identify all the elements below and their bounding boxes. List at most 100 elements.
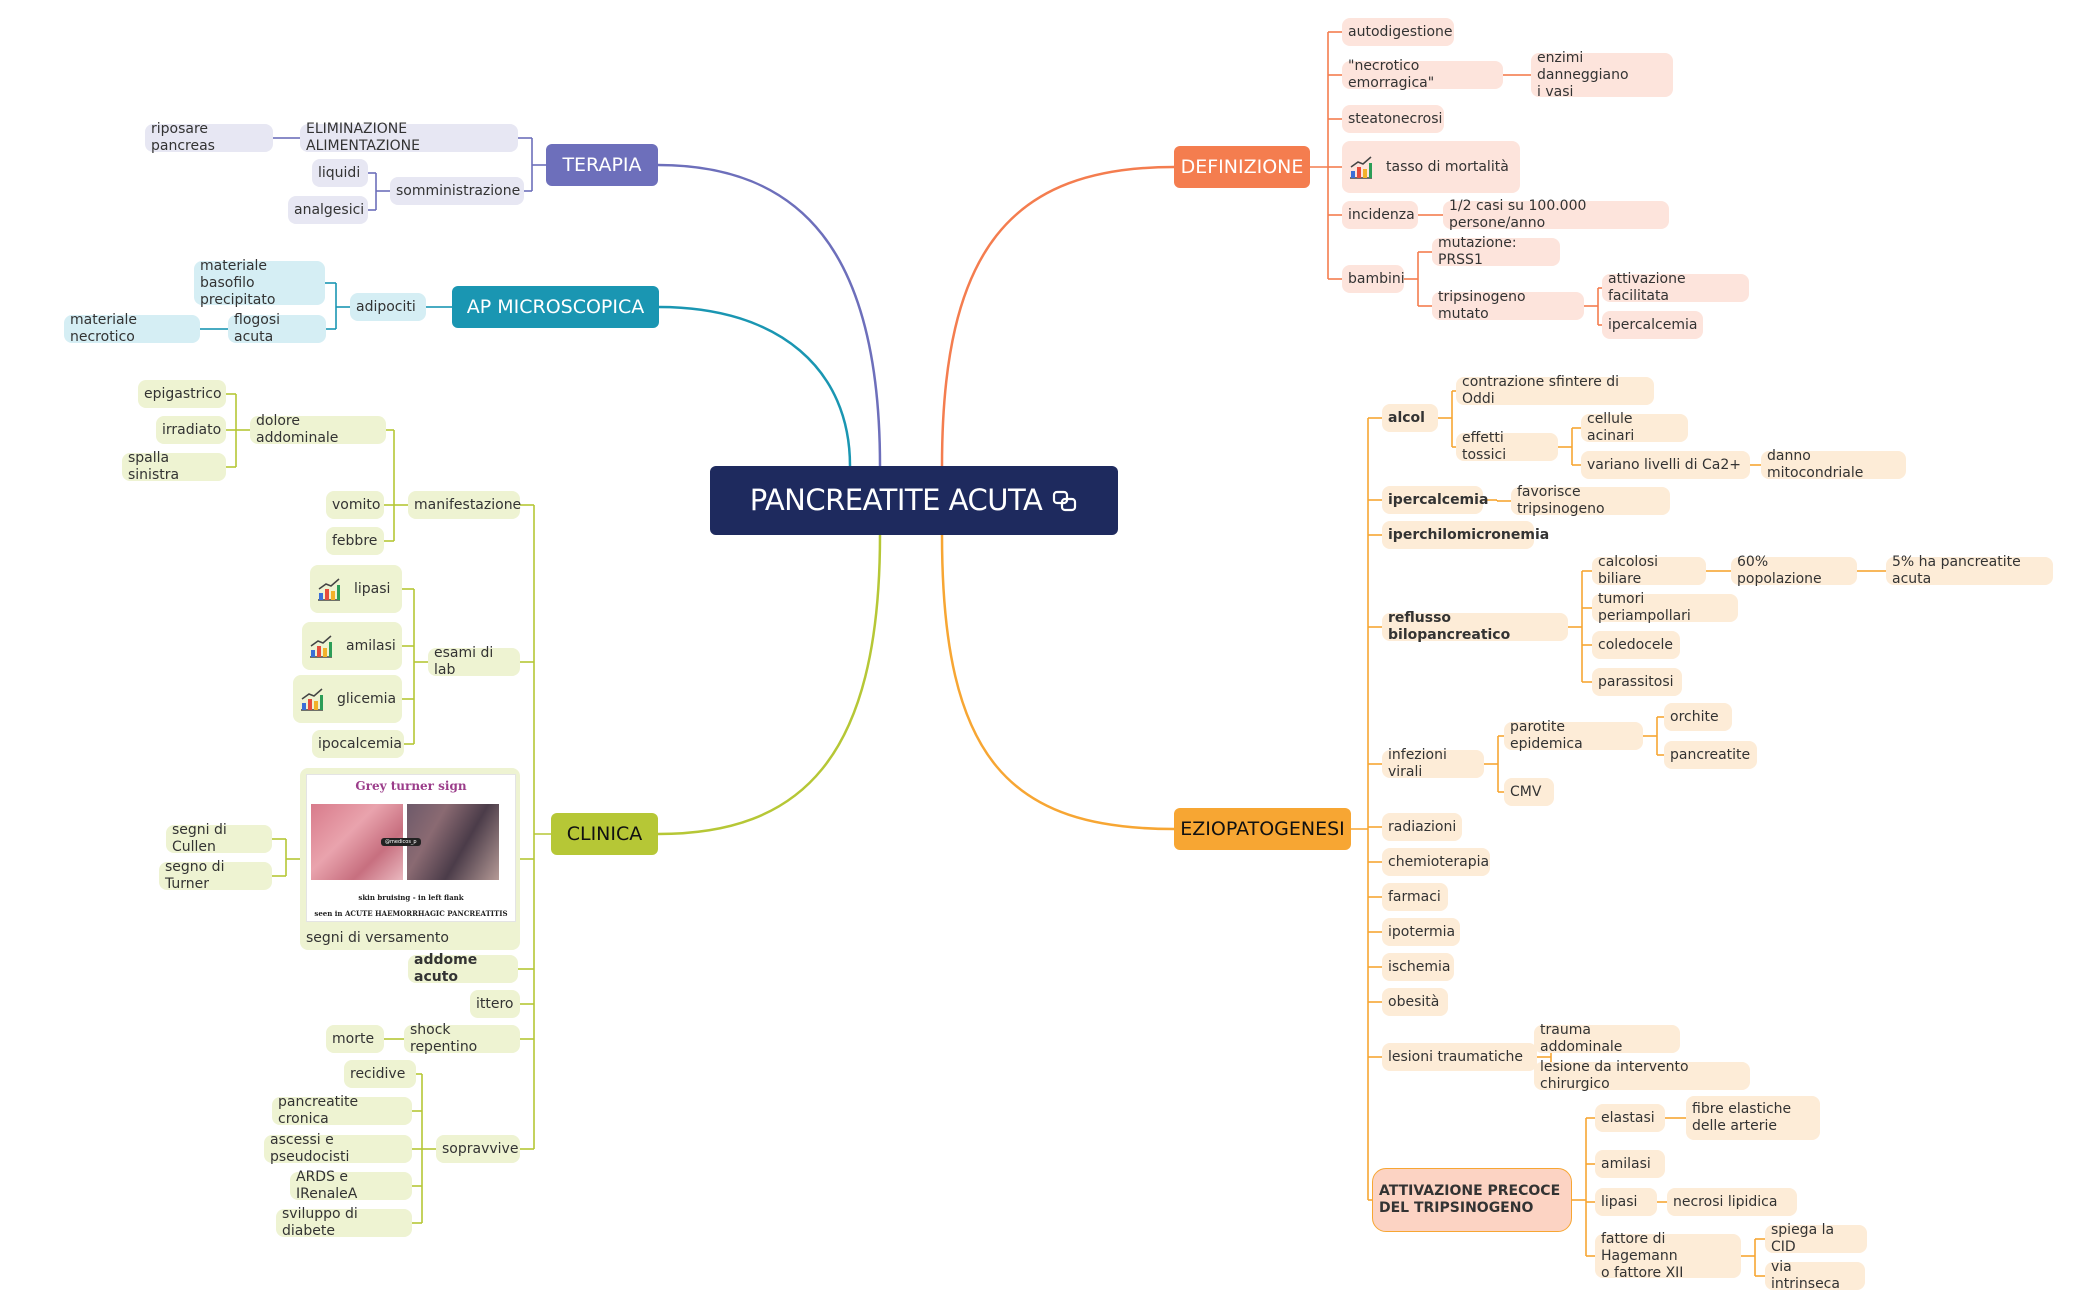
amilasi-ez-node[interactable]: amilasi [1595,1150,1665,1178]
cellule-acinari-node[interactable]: cellule acinari [1581,411,1688,444]
incidenza-node[interactable]: incidenza [1342,201,1418,229]
sopravvive-node[interactable]: sopravvive [436,1135,520,1163]
ipotermia-node[interactable]: ipotermia [1382,918,1460,946]
chemioterapia-node[interactable]: chemioterapia [1382,848,1490,876]
somministrazione-node[interactable]: somministrazione [390,177,524,205]
cronica-node[interactable]: pancreatite cronica [272,1094,412,1127]
parotite-node[interactable]: parotite epidemica [1504,719,1643,752]
alcol-node[interactable]: alcol [1382,404,1438,432]
orchite-node[interactable]: orchite [1664,703,1732,731]
obesita-node[interactable]: obesità [1382,988,1448,1016]
ipercalcemia-def-node[interactable]: ipercalcemia [1602,311,1703,339]
irradiato-node[interactable]: irradiato [156,416,226,444]
necrotico-node[interactable]: "necrotico emorragica" [1342,58,1503,91]
vomito-node[interactable]: vomito [326,491,384,519]
ipercalcemia-ez-node[interactable]: ipercalcemia [1382,486,1488,514]
basofilo-node[interactable]: materiale basofilo precipitato [194,258,325,308]
enzimi-node[interactable]: enzimi danneggiano i vasi [1531,50,1673,100]
infezioni-node[interactable]: infezioni virali [1382,747,1484,780]
necrosi-node[interactable]: necrosi lipidica [1667,1188,1797,1216]
danno-node[interactable]: danno mitocondriale [1761,448,1906,481]
node-label: DEFINIZIONE [1180,155,1304,178]
variano-node[interactable]: variano livelli di Ca2+ [1581,451,1750,479]
eziopatogenesi-topic-node[interactable]: EZIOPATOGENESI [1174,808,1351,850]
root-title[interactable]: PANCREATITE ACUTA [710,466,1118,535]
popolazione-node[interactable]: 60% popolazione [1731,554,1857,587]
cid-node[interactable]: spiega la CID [1765,1222,1867,1255]
lipasi-cl-node[interactable]: lipasi [310,565,402,613]
ards-node[interactable]: ARDS e IRenaleA [290,1169,412,1202]
clinica-topic-node[interactable]: CLINICA [551,813,658,855]
ischemia-node[interactable]: ischemia [1382,953,1454,981]
node-label: ELIMINAZIONE ALIMENTAZIONE [306,121,421,154]
turner-node[interactable]: segno di Turner [159,859,272,892]
lesione-chir-node[interactable]: lesione da intervento chirurgico [1534,1059,1750,1092]
pancreatite-ez-node[interactable]: pancreatite [1664,741,1757,769]
node-label: febbre [332,532,378,549]
analgesici-node[interactable]: analgesici [288,196,368,224]
node-label: adipociti [356,298,416,315]
epigastrico-node[interactable]: epigastrico [138,380,226,408]
eliminazione-node[interactable]: ELIMINAZIONE ALIMENTAZIONE [300,121,518,154]
ascessi-node[interactable]: ascessi e pseudocisti [264,1132,412,1165]
reflusso-node[interactable]: reflusso bilopancreatico [1382,610,1568,643]
amilasi-cl-node[interactable]: amilasi [302,622,402,670]
lesioni-node[interactable]: lesioni traumatiche [1382,1043,1537,1071]
ap-topic-node[interactable]: AP MICROSCOPICA [452,286,659,328]
definizione-topic-node[interactable]: DEFINIZIONE [1174,146,1310,188]
node-label: ittero [476,995,514,1012]
ittero-node[interactable]: ittero [470,990,520,1018]
terapia-topic-node[interactable]: TERAPIA [546,144,658,186]
link-icon[interactable] [1052,490,1078,512]
trauma-node[interactable]: trauma addominale [1534,1022,1680,1055]
liquidi-node[interactable]: liquidi [312,159,368,187]
attivazione-facilitata-node[interactable]: attivazione facilitata [1602,271,1749,304]
parassitosi-node[interactable]: parassitosi [1592,668,1682,696]
febbre-node[interactable]: febbre [326,527,384,555]
morte-node[interactable]: morte [326,1025,384,1053]
mutazione-node[interactable]: mutazione: PRSS1 [1432,235,1560,268]
esami-node[interactable]: esami di lab [428,645,520,678]
tumori-node[interactable]: tumori periampollari [1592,591,1738,624]
coledocele-node[interactable]: coledocele [1592,631,1680,659]
node-label: alcol [1388,409,1425,426]
flogosi-node[interactable]: flogosi acuta [228,312,326,345]
elastasi-node[interactable]: elastasi [1595,1104,1665,1132]
manifestazione-node[interactable]: manifestazione [408,491,521,519]
bambini-node[interactable]: bambini [1342,265,1405,293]
iperchilo-node[interactable]: iperchilomicronemia [1382,521,1549,549]
adipociti-node[interactable]: adipociti [350,293,426,321]
necrotico-ap-node[interactable]: materiale necrotico [64,312,200,345]
contrazione-node[interactable]: contrazione sfintere di Oddi [1456,374,1654,407]
tripsinogeno-mutato-node[interactable]: tripsinogeno mutato [1432,289,1584,322]
calcolosi-node[interactable]: calcolosi biliare [1592,554,1706,587]
fibre-node[interactable]: fibre elastiche delle arterie [1686,1096,1820,1140]
farmaci-node[interactable]: farmaci [1382,883,1448,911]
hagemann-node[interactable]: fattore di Hagemann o fattore XII [1595,1231,1741,1281]
dolore-node[interactable]: dolore addominale [250,413,386,446]
ipocalcemia-cl-node[interactable]: ipocalcemia [312,730,404,758]
cmv-node[interactable]: CMV [1504,778,1554,806]
node-label: ipotermia [1388,923,1456,940]
autodigestione-node[interactable]: autodigestione [1342,18,1454,46]
favorisce-node[interactable]: favorisce tripsinogeno [1511,484,1670,517]
cullen-node[interactable]: segni di Cullen [166,822,272,855]
intrinseca-node[interactable]: via intrinseca [1765,1259,1865,1292]
addome-node[interactable]: addome acuto [408,952,518,985]
lipasi-ez-node[interactable]: lipasi [1595,1188,1657,1216]
attivazione-node[interactable]: ATTIVAZIONE PRECOCE DEL TRIPSINOGENO [1372,1168,1572,1232]
riposare-node[interactable]: riposare pancreas [145,121,273,154]
recidive-node[interactable]: recidive [344,1060,416,1088]
spalla-node[interactable]: spalla sinistra [122,450,226,483]
radiazioni-node[interactable]: radiazioni [1382,813,1462,841]
cinque-node[interactable]: 5% ha pancreatite acuta [1886,554,2053,587]
steatonecrosi-node[interactable]: steatonecrosi [1342,105,1444,133]
shock-node[interactable]: shock repentino [404,1022,520,1055]
glicemia-cl-node[interactable]: glicemia [293,675,402,723]
diabete-node[interactable]: sviluppo di diabete [276,1206,412,1239]
effetti-tossici-node[interactable]: effetti tossici [1456,430,1558,463]
incidenza-val-node[interactable]: 1/2 casi su 100.000 persone/anno [1443,198,1669,231]
mortalita-node[interactable]: tasso di mortalità [1342,141,1520,193]
